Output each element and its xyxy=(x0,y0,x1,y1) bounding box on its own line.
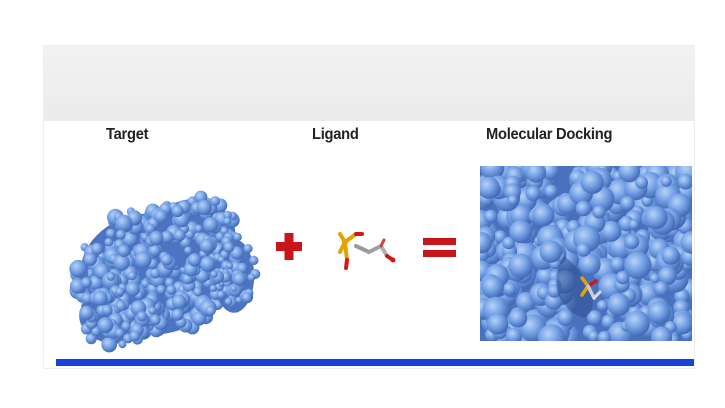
plus-icon xyxy=(276,233,302,260)
slide: Target Ligand Molecular Docking xyxy=(44,46,694,368)
docked-ligand-icon xyxy=(580,276,602,300)
target-label: Target xyxy=(106,126,149,143)
slide-header xyxy=(44,46,694,121)
docking-complex-icon xyxy=(480,166,692,341)
diagram-canvas xyxy=(69,166,692,353)
ligand-label: Ligand xyxy=(312,126,359,143)
equals-icon xyxy=(423,238,456,257)
target-protein-icon xyxy=(69,190,261,353)
ligand-molecule-icon xyxy=(338,232,396,270)
bottom-bar xyxy=(56,359,694,366)
molecular-docking-label: Molecular Docking xyxy=(486,126,613,143)
